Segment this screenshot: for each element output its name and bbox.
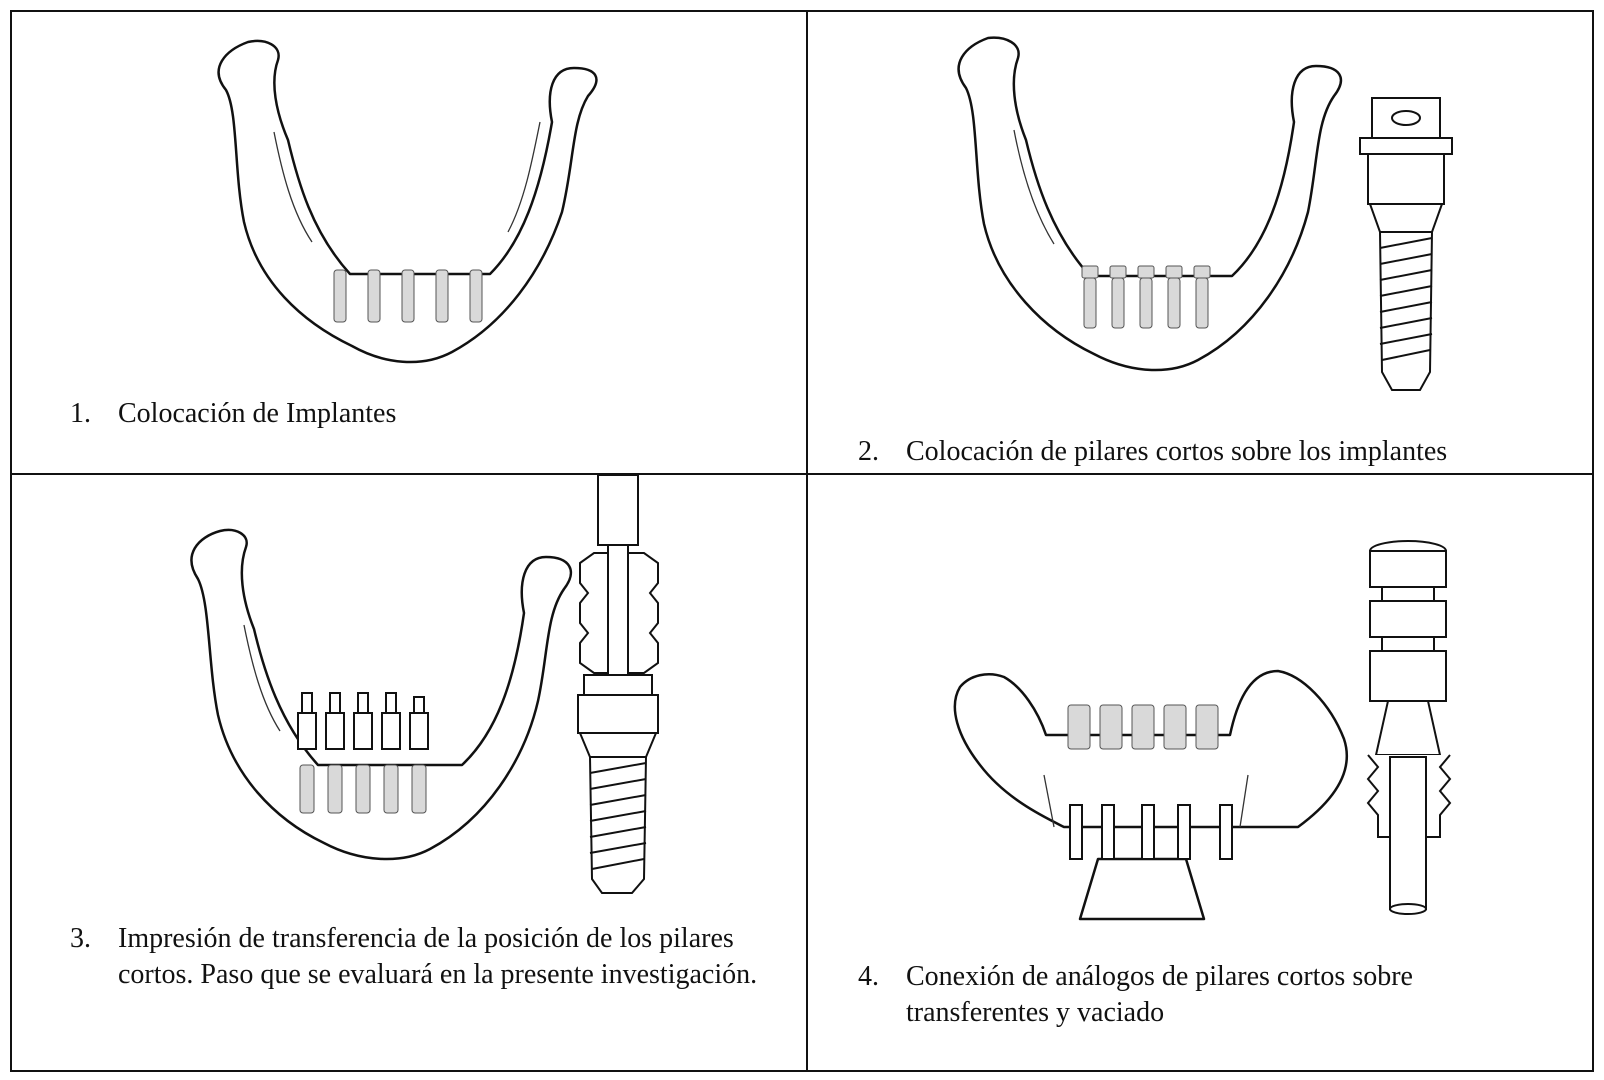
step-1-caption: 1. Colocación de Implantes xyxy=(70,396,770,432)
panel-4: 4. Conexión de análogos de pilares corto… xyxy=(808,475,1592,1070)
step-4-number: 4. xyxy=(858,959,906,1031)
step-3-caption: 3. Impresión de transferencia de la posi… xyxy=(70,921,770,993)
analog-5 xyxy=(1196,705,1232,859)
coping-2 xyxy=(326,693,344,813)
implant-1 xyxy=(334,270,346,322)
analog-1 xyxy=(1068,705,1090,859)
step-4-text: Conexión de análogos de pilares cortos s… xyxy=(906,959,1558,1031)
implant-4 xyxy=(436,270,448,322)
step-1-number: 1. xyxy=(70,396,118,432)
mandible-abutments-illustration xyxy=(808,12,1592,473)
abutment-detail-drawing xyxy=(1360,98,1452,390)
analog-3 xyxy=(1132,705,1154,859)
coping-5 xyxy=(410,697,428,813)
step-4-caption: 4. Conexión de análogos de pilares corto… xyxy=(858,959,1558,1031)
transfer-copings xyxy=(298,693,428,813)
implant-5 xyxy=(470,270,482,322)
analogs xyxy=(1068,705,1232,859)
transfer-detail-drawing xyxy=(578,475,658,893)
implant-3 xyxy=(402,270,414,322)
step-3-text: Impresión de transferencia de la posició… xyxy=(118,921,770,993)
model-base xyxy=(1080,859,1204,919)
step-2-text: Colocación de pilares cortos sobre los i… xyxy=(906,434,1578,470)
analog-detail-drawing xyxy=(1368,541,1450,914)
coping-3 xyxy=(354,693,372,813)
implants xyxy=(334,270,482,322)
analog-4 xyxy=(1164,705,1190,859)
panel-3: 3. Impresión de transferencia de la posi… xyxy=(12,475,806,1070)
implant-2 xyxy=(368,270,380,322)
analog-2 xyxy=(1100,705,1122,859)
step-2-caption: 2. Colocación de pilares cortos sobre lo… xyxy=(858,434,1578,470)
step-3-number: 3. xyxy=(70,921,118,993)
coping-4 xyxy=(382,693,400,813)
step-1-text: Colocación de Implantes xyxy=(118,396,770,432)
mandible-outline xyxy=(192,530,571,859)
step-2-number: 2. xyxy=(858,434,906,470)
panel-1: 1. Colocación de Implantes xyxy=(12,12,806,473)
panel-2: 2. Colocación de pilares cortos sobre lo… xyxy=(808,12,1592,473)
